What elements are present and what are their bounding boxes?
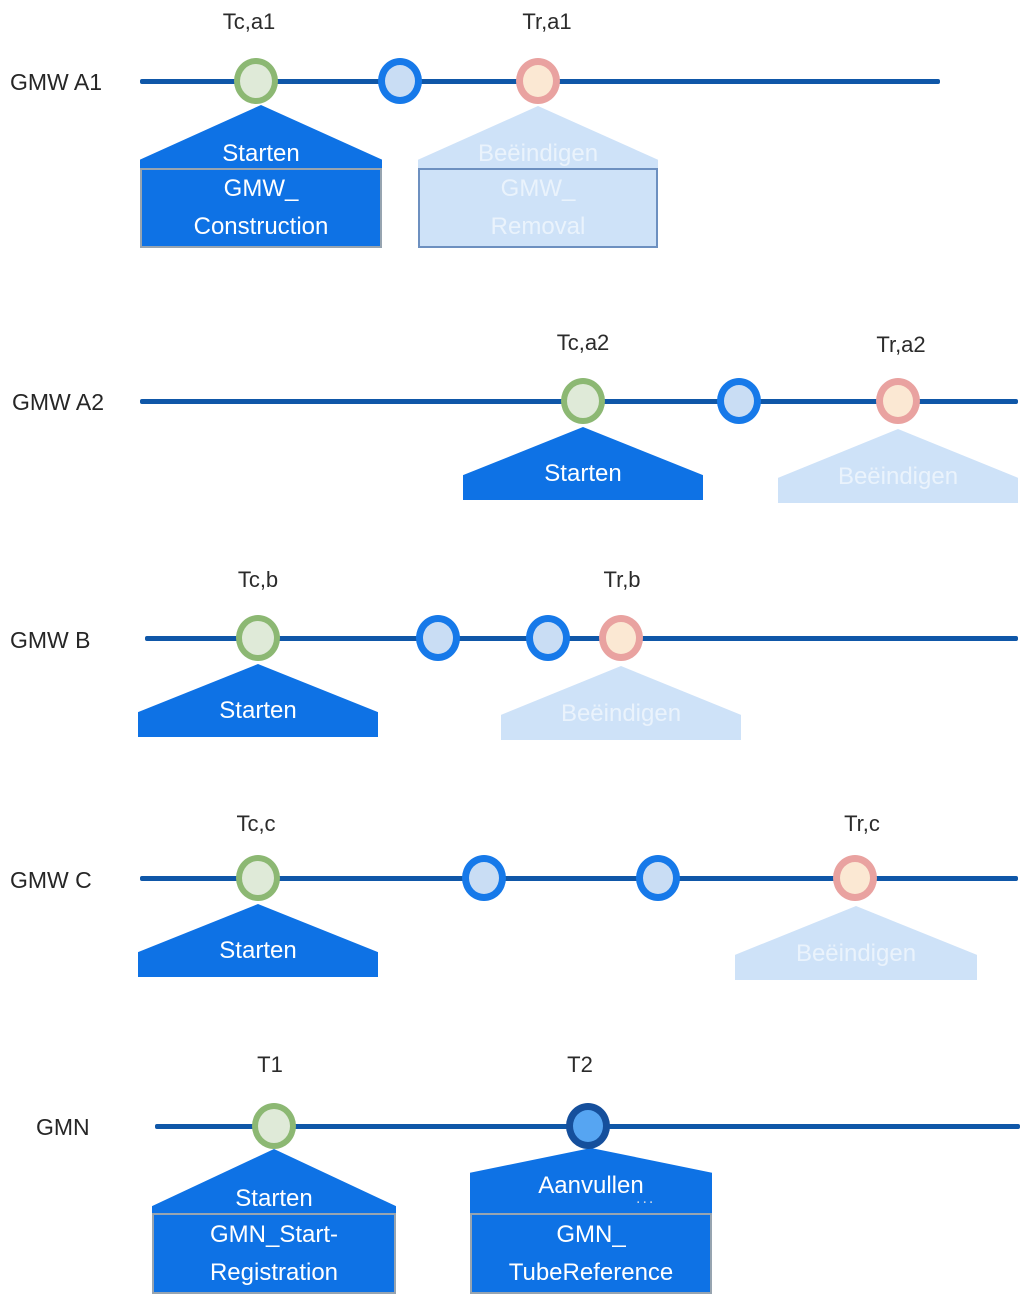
document-name-line1: GMW_ [500, 175, 576, 202]
document-name-line1: GMN_ [556, 1220, 626, 1248]
row-label-gmw-b: GMW B [10, 627, 91, 653]
end-callout: Beëindigen [501, 666, 741, 740]
start-callout: Starten [138, 904, 378, 977]
start-registration-marker [252, 1103, 296, 1149]
start-callout: Starten [463, 427, 703, 500]
tick-label-tc-b: Tc,b [237, 567, 279, 592]
ellipsis-label: ... [636, 1190, 656, 1207]
intermediate-marker [378, 58, 422, 104]
start-action-label: Starten [219, 937, 297, 964]
start-action-label: Starten [222, 140, 300, 167]
supplement-callout-roof: Aanvullen ... [470, 1148, 712, 1213]
timeline-gmw-b [145, 636, 1018, 641]
removal-marker [833, 855, 877, 901]
removal-marker [516, 58, 560, 104]
end-action-label: Beëindigen [560, 700, 682, 727]
end-callout-roof: Beëindigen [418, 106, 658, 170]
row-label-gmw-a2: GMW A2 [12, 389, 105, 415]
construction-marker [234, 58, 278, 104]
removal-marker [876, 378, 920, 424]
tick-label-tr-a2: Tr,a2 [876, 332, 926, 357]
tick-label-tc-c: Tc,c [236, 811, 276, 836]
document-name-line2: TubeReference [508, 1258, 674, 1286]
tube-reference-marker [566, 1103, 610, 1149]
intermediate-marker-2 [526, 615, 570, 661]
start-action-label: Starten [544, 460, 622, 487]
construction-marker [236, 615, 280, 661]
document-name-line2: Removal [490, 213, 586, 240]
start-action-label: Starten [219, 697, 297, 724]
row-label-gmw-a1: GMW A1 [10, 69, 103, 95]
tick-label-t2: T2 [567, 1052, 593, 1077]
removal-marker [599, 615, 643, 661]
row-label-gmw-c: GMW C [10, 867, 92, 893]
end-action-label: Beëindigen [477, 140, 599, 167]
document-name-line1: GMN_Start- [209, 1220, 338, 1248]
end-callout: Beëindigen [735, 906, 977, 980]
start-callout-roof: Starten [152, 1149, 396, 1217]
end-callout: Beëindigen [778, 429, 1018, 503]
construction-marker [236, 855, 280, 901]
start-callout: Starten [138, 664, 378, 737]
document-name-line2: Registration [209, 1258, 339, 1286]
supplement-action-label: Aanvullen [538, 1171, 644, 1199]
intermediate-marker-1 [416, 615, 460, 661]
construction-marker [561, 378, 605, 424]
tick-label-t1: T1 [257, 1052, 283, 1077]
start-document-box: GMW_ Construction [140, 168, 382, 248]
row-label-gmn: GMN [36, 1114, 90, 1140]
intermediate-marker-2 [636, 855, 680, 901]
tick-label-tr-b: Tr,b [603, 567, 641, 592]
end-action-label: Beëindigen [795, 940, 917, 967]
document-name-line1: GMW_ [223, 175, 299, 202]
supplement-document-box: GMN_ TubeReference [470, 1213, 712, 1294]
intermediate-marker-1 [462, 855, 506, 901]
document-name-line2: Construction [193, 213, 329, 240]
tick-label-tr-c: Tr,c [844, 811, 880, 836]
end-action-label: Beëindigen [837, 463, 959, 490]
timeline-gmw-c [140, 876, 1018, 881]
end-document-box: GMW_ Removal [418, 168, 658, 248]
start-document-box: GMN_Start- Registration [152, 1213, 396, 1294]
start-callout-roof: Starten [140, 105, 382, 170]
intermediate-marker [717, 378, 761, 424]
tick-label-tr-a1: Tr,a1 [522, 9, 572, 34]
start-action-label: Starten [235, 1185, 313, 1212]
tick-label-tc-a1: Tc,a1 [222, 9, 276, 34]
tick-label-tc-a2: Tc,a2 [556, 330, 610, 355]
